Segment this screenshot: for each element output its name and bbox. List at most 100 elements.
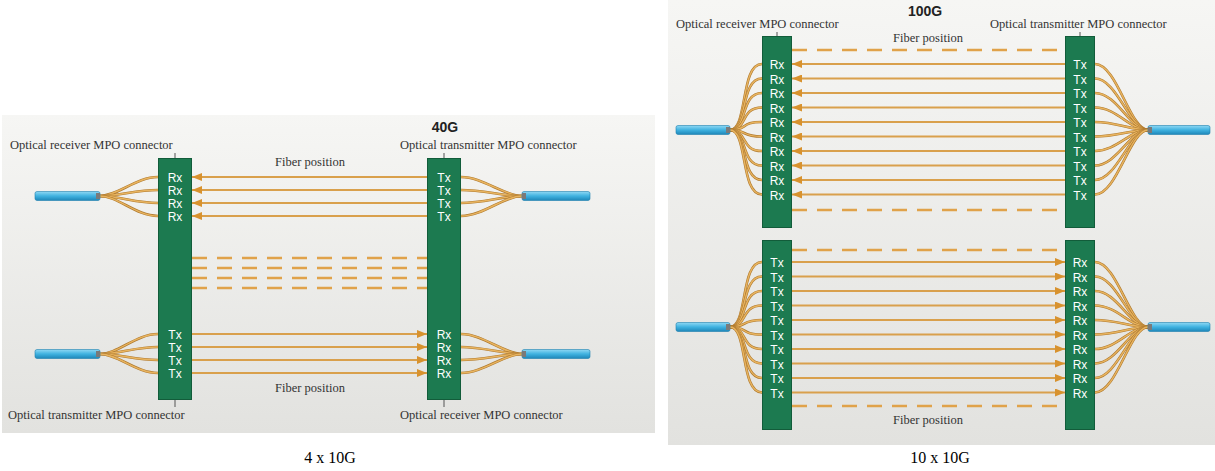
fiber-strand-outline: [100, 196, 158, 216]
fiber-strand: [730, 93, 762, 130]
connector-label: Optical receiver MPO connector: [10, 137, 173, 153]
connector-label: Optical transmitter MPO connector: [8, 407, 185, 423]
fiber-cable: [1148, 323, 1210, 332]
fiber-link: [792, 107, 1065, 109]
fiber-strand-outline: [100, 190, 158, 196]
unused-fiber: [792, 405, 1065, 408]
fiber-strand-outline: [1095, 130, 1148, 180]
fiber-link: [792, 334, 1065, 336]
fiber-position-label: Fiber position: [275, 154, 345, 170]
fiber-link: [792, 165, 1065, 167]
port-label: Tx: [763, 314, 791, 328]
port-label: Rx: [159, 197, 191, 211]
fiber-strand-outline: [1095, 79, 1148, 131]
fiber-strand-outline: [461, 347, 522, 354]
port-label: Tx: [1066, 189, 1094, 203]
fiber-strand: [1095, 108, 1148, 131]
fiber-strand: [461, 334, 522, 354]
leader-lines: [175, 32, 1080, 407]
fiber-link: [792, 305, 1065, 307]
port-label: Rx: [1066, 314, 1094, 328]
fiber-link: [792, 392, 1065, 394]
port-label: Rx: [1066, 329, 1094, 343]
port-label: Rx: [1066, 358, 1094, 372]
fiber-strand-outline: [730, 306, 762, 328]
port-label: Tx: [1066, 174, 1094, 188]
fiber-strand: [461, 196, 522, 216]
fiber-strand: [1095, 277, 1148, 328]
fiber-link: [792, 290, 1065, 292]
port-label: Tx: [1066, 160, 1094, 174]
port-label: Tx: [1066, 102, 1094, 116]
port-label: Tx: [428, 210, 460, 224]
fiber-strand: [730, 291, 762, 327]
fiber-cable: [676, 126, 730, 135]
port-label: Tx: [763, 372, 791, 386]
fiber-link: [792, 150, 1065, 152]
fiber-position-label: Fiber position: [893, 412, 963, 428]
fiber-position-label: Fiber position: [893, 30, 963, 46]
fiber-link: [792, 179, 1065, 181]
fiber-link: [192, 372, 427, 374]
connector-label: Optical receiver MPO connector: [676, 16, 839, 32]
fiber-link: [792, 377, 1065, 379]
port-label: Tx: [1066, 131, 1094, 145]
fiber-strand: [461, 190, 522, 196]
cable-boot: [726, 127, 730, 133]
port-label: Rx: [428, 341, 460, 355]
fiber-strand: [730, 306, 762, 328]
fiber-strand-outline: [461, 354, 522, 373]
mpo-connector: TxTxTxTxTxTxTxTxTxTx: [1065, 36, 1095, 228]
fiber-strand: [1095, 327, 1148, 393]
caption: 4 x 10G: [304, 449, 356, 467]
fiber-strand-outline: [1095, 64, 1148, 130]
section-title: 100G: [908, 3, 942, 19]
fiber-cable: [35, 350, 100, 359]
connector-label: Optical transmitter MPO connector: [990, 16, 1167, 32]
fiber-cable: [35, 192, 100, 201]
fiber-strand: [1095, 327, 1148, 378]
port-label: Rx: [428, 328, 460, 342]
leader-line: [444, 400, 445, 407]
fiber-strand-outline: [1095, 262, 1148, 327]
fiber-link: [792, 63, 1065, 65]
cable-boot: [96, 351, 100, 357]
port-label: Tx: [428, 171, 460, 185]
fiber-link: [192, 202, 427, 204]
caption: 10 x 10G: [910, 449, 970, 467]
port-label: Tx: [763, 343, 791, 357]
fiber-strand: [1095, 306, 1148, 328]
fiber-cable: [522, 350, 590, 359]
port-label: Tx: [763, 285, 791, 299]
port-label: Tx: [1066, 58, 1094, 72]
fiber-fanouts: [100, 64, 1148, 393]
fiber-strand: [730, 130, 762, 195]
port-label: Tx: [763, 271, 791, 285]
fiber-strand-outline: [730, 122, 762, 130]
unused-fiber: [192, 257, 427, 260]
mpo-connector: TxTxTxTxTxTxTxTxTxTx: [762, 240, 792, 430]
mpo-connector: RxRxRxRxRxRxRxRxRxRx: [762, 36, 792, 228]
mpo-connector: RxRxRxRxTxTxTxTx: [158, 158, 192, 400]
fiber-strand-outline: [730, 79, 762, 131]
port-label: Tx: [1066, 87, 1094, 101]
port-label: Rx: [763, 102, 791, 116]
fiber-strand-outline: [730, 108, 762, 131]
port-label: Rx: [428, 354, 460, 368]
fiber-strand-outline: [730, 277, 762, 328]
fiber-link: [792, 92, 1065, 94]
cable-boot: [1148, 324, 1152, 330]
fiber-strand-outline: [1095, 306, 1148, 328]
fiber-link: [192, 176, 427, 178]
fiber-strand: [461, 177, 522, 196]
port-label: Rx: [1066, 372, 1094, 386]
fiber-link: [792, 261, 1065, 263]
fiber-link: [792, 319, 1065, 321]
port-label: Rx: [1066, 300, 1094, 314]
cable-boot: [522, 193, 526, 199]
fiber-strand-outline: [1095, 93, 1148, 130]
fiber-link: [792, 363, 1065, 365]
fiber-link: [192, 189, 427, 191]
port-label: Rx: [763, 145, 791, 159]
connector-label: Optical transmitter MPO connector: [400, 137, 577, 153]
